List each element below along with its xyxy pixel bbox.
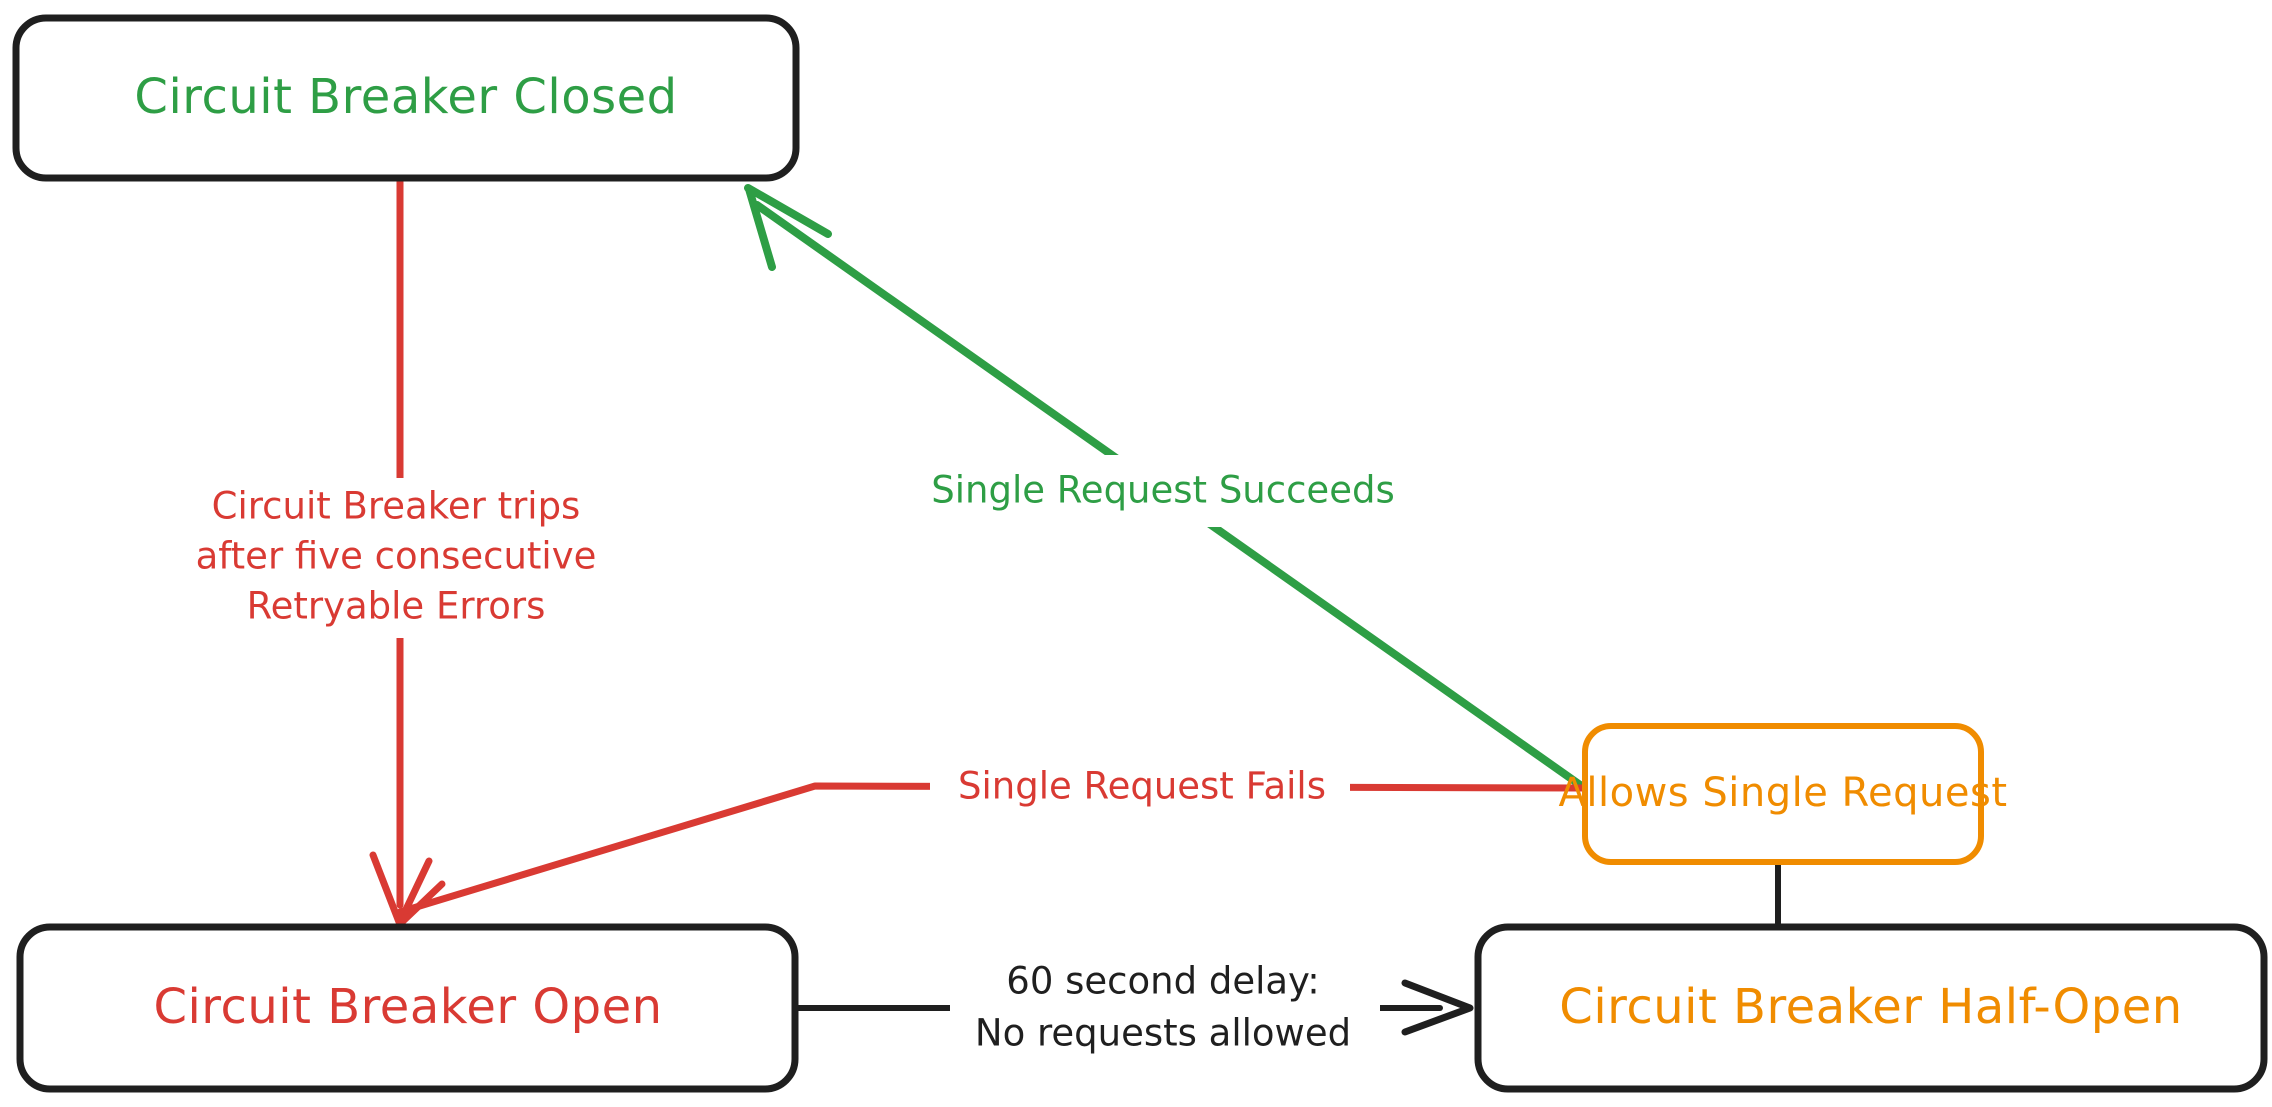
edge-closed-to-open-label-line-2: after five consecutive [196, 535, 597, 578]
edge-closed-to-open-label-line-3: Retryable Errors [247, 585, 546, 628]
edge-allows-to-open-label: Single Request Fails [958, 765, 1326, 808]
edge-allows-to-closed-label-bg [905, 455, 1425, 527]
edge-closed-to-open-label-bg [170, 478, 620, 638]
node-allows-single-request[interactable]: Allows Single Request [1559, 723, 2008, 865]
edge-open-to-half-open: 60 second delay: No requests allowed [794, 950, 1474, 1070]
edge-allows-to-closed-label: Single Request Succeeds [931, 469, 1394, 512]
node-circuit-breaker-half-open-label: Circuit Breaker Half-Open [1559, 979, 2182, 1035]
edge-allows-to-open: Single Request Fails [396, 755, 1587, 916]
edge-allows-to-open-label-bg [930, 755, 1350, 817]
node-circuit-breaker-closed-box[interactable] [12, 14, 800, 182]
edge-open-to-half-open-label-bg [950, 950, 1380, 1070]
node-circuit-breaker-closed[interactable]: Circuit Breaker Closed [12, 14, 800, 182]
edge-open-to-half-open-label-line-2: No requests allowed [975, 1012, 1351, 1055]
edge-open-to-half-open-label-line-1: 60 second delay: [1006, 960, 1319, 1003]
node-allows-single-request-box[interactable] [1582, 723, 1984, 865]
node-circuit-breaker-half-open-box[interactable] [1474, 923, 2268, 1093]
edge-closed-to-open-label-line-1: Circuit Breaker trips [212, 485, 581, 528]
node-circuit-breaker-open[interactable]: Circuit Breaker Open [16, 923, 799, 1093]
node-circuit-breaker-open-label: Circuit Breaker Open [153, 979, 662, 1035]
node-circuit-breaker-closed-label: Circuit Breaker Closed [134, 69, 677, 125]
node-allows-single-request-label: Allows Single Request [1559, 770, 2008, 816]
edge-allows-to-closed-arrowhead [744, 184, 832, 271]
edge-allows-to-closed: Single Request Succeeds [744, 184, 1587, 791]
node-circuit-breaker-open-box[interactable] [16, 923, 799, 1093]
edge-closed-to-open: Circuit Breaker trips after five consecu… [170, 176, 620, 927]
node-circuit-breaker-half-open[interactable]: Circuit Breaker Half-Open [1474, 923, 2268, 1093]
edge-open-to-half-open-arrowhead [1401, 979, 1474, 1036]
